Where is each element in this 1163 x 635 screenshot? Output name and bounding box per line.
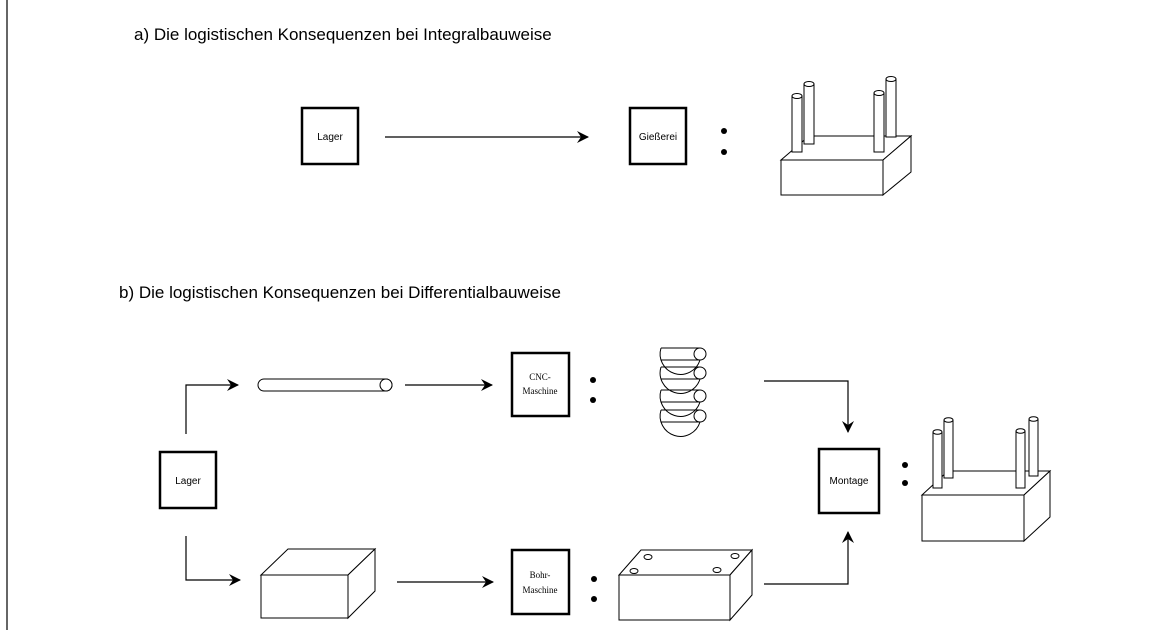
b-arrow-pins-to-montage <box>764 380 854 433</box>
b-raw-block-illustration <box>259 547 377 620</box>
a-lager-label: Lager <box>317 132 343 143</box>
a-giesserei-box: Gießerei <box>628 106 688 166</box>
a-integral-part-illustration <box>779 76 913 197</box>
b-arrow-lager-to-block <box>185 536 241 586</box>
b-assembled-part-illustration <box>920 416 1052 543</box>
b-lager-label: Lager <box>175 476 201 487</box>
section-b-title: b) Die logistischen Konsequenzen bei Dif… <box>119 283 561 302</box>
b-arrow-drilled-to-montage <box>764 531 854 585</box>
section-a-title: a) Die logistischen Konsequenzen bei Int… <box>134 25 552 44</box>
b-cnc-label-line2: Maschine <box>523 386 558 396</box>
b-montage-colon-dots <box>902 462 908 486</box>
b-bohr-label-line1: Bohr- <box>530 570 551 580</box>
b-cnc-label-line1: CNC- <box>529 372 551 382</box>
b-cnc-colon-dots <box>590 377 596 403</box>
b-arrow-lager-to-rod <box>185 379 239 434</box>
b-bohr-machine-box: Bohr- Maschine <box>510 548 571 616</box>
b-bohr-label-line2: Maschine <box>523 585 558 595</box>
a-lager-box: Lager <box>300 106 360 166</box>
b-rod-raw-material <box>257 378 393 392</box>
b-bohr-colon-dots <box>591 576 597 602</box>
b-montage-label: Montage <box>830 476 869 487</box>
b-lager-box: Lager <box>158 450 218 510</box>
b-short-pins-illustration <box>659 347 707 437</box>
b-drilled-block-illustration <box>617 548 754 622</box>
a-colon-dots <box>721 128 727 155</box>
b-cnc-machine-box: CNC- Maschine <box>510 351 571 418</box>
b-montage-box: Montage <box>817 447 881 515</box>
a-giesserei-label: Gießerei <box>639 132 677 143</box>
